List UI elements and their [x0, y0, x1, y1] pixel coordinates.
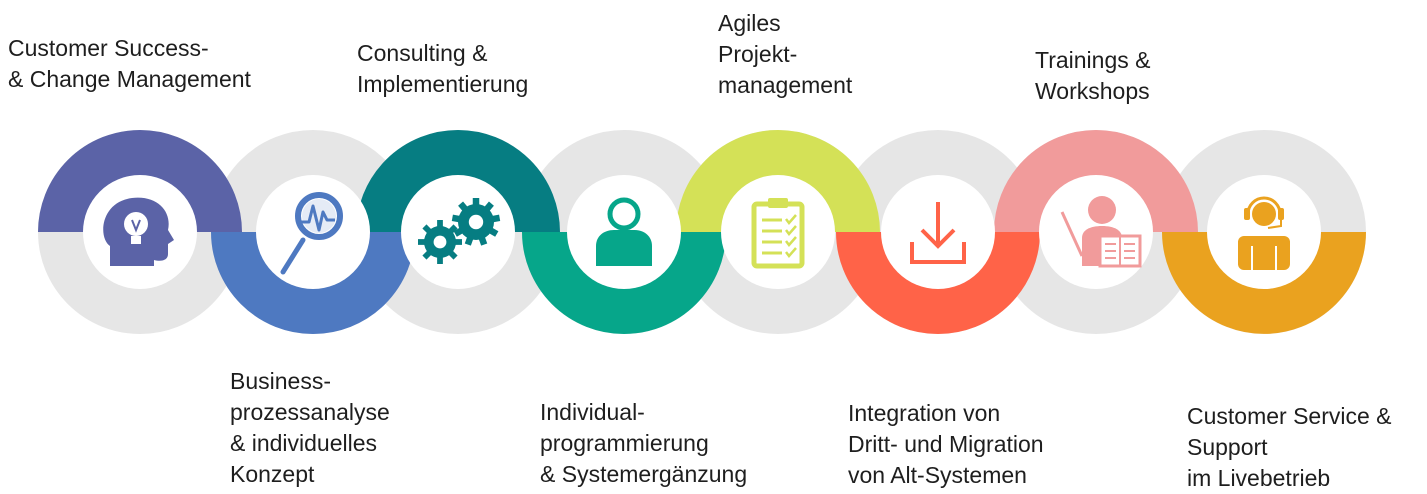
icon-disc-8: [1207, 175, 1321, 289]
arc-step-1: [38, 130, 242, 234]
step-label-2: Business- prozessanalyse & individuelles…: [230, 368, 390, 487]
step-label-5: Agiles Projekt- management: [718, 10, 853, 98]
arc-step-2: [211, 230, 415, 334]
arc-step-6: [836, 230, 1040, 334]
arc-step-3: [356, 130, 560, 234]
step-label-4: Individual- programmierung & Systemergän…: [540, 399, 748, 487]
icon-disc-2: [256, 175, 370, 289]
magnifier-chart-icon: [280, 192, 343, 275]
download-icon: [910, 202, 966, 264]
step-label-6: Integration von Dritt- und Migration von…: [848, 400, 1044, 488]
colored-arcs: [38, 130, 1366, 334]
person-icon: [596, 197, 652, 266]
gears-icon: [418, 198, 501, 264]
clipboard-checklist-icon: [751, 198, 805, 269]
arc-step-5: [676, 130, 880, 234]
arc-step-8: [1162, 230, 1366, 334]
lightbulb-head-icon: [103, 197, 174, 266]
step-label-8: Customer Service & Support im Livebetrie…: [1187, 403, 1392, 491]
arc-step-7: [994, 130, 1198, 234]
arc-step-4: [522, 230, 726, 334]
trainer-book-icon: [1060, 196, 1142, 268]
headset-agent-icon: [1238, 196, 1290, 270]
step-label-7: Trainings & Workshops: [1035, 47, 1151, 104]
step-icons: [103, 192, 1290, 275]
step-label-3: Consulting & Implementierung: [357, 40, 529, 97]
step-label-1: Customer Success- & Change Management: [8, 35, 251, 92]
